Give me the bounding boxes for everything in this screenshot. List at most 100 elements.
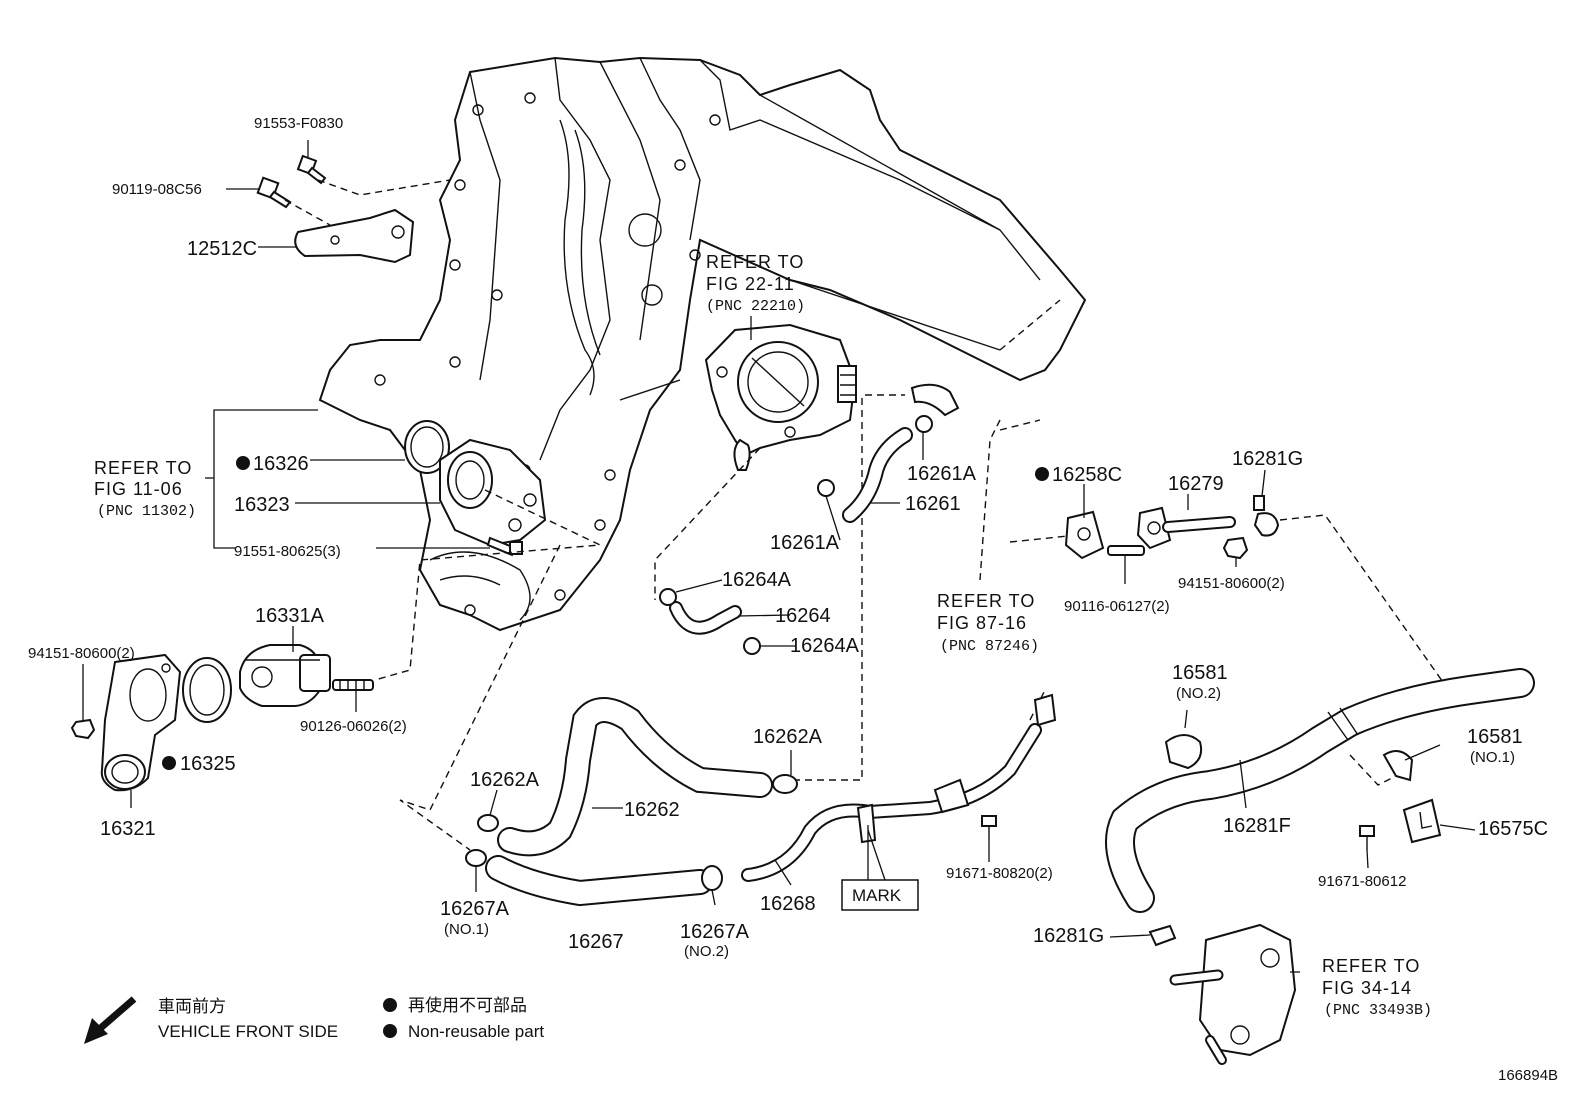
mark-label: MARK	[852, 886, 902, 905]
bracket-16575c	[1402, 798, 1442, 844]
label-94151-left: 94151-80600(2)	[28, 645, 135, 662]
label-no1-16267a: (NO.1)	[444, 921, 489, 938]
label-16267: 16267	[568, 931, 624, 953]
bolt-90119	[256, 176, 292, 209]
label-16258c: 16258C	[1052, 464, 1122, 486]
timing-cover-outline	[318, 56, 1087, 632]
label-91671-80612: 91671-80612	[1318, 873, 1406, 890]
pnc-11302: (PNC 11302)	[97, 503, 196, 520]
clamp-16261a-top	[915, 415, 933, 433]
label-90126: 90126-06026(2)	[300, 718, 407, 735]
pnc-33493b: (PNC 33493B)	[1324, 1002, 1432, 1019]
pipe-16268	[741, 723, 1042, 882]
fig-87-16: FIG 87-16	[937, 613, 1027, 633]
thermostat-16331a	[239, 644, 331, 707]
gasket-16325	[182, 657, 232, 723]
fig-34-14: FIG 34-14	[1322, 978, 1412, 998]
label-16326: 16326	[253, 453, 309, 475]
hose-16267	[485, 855, 713, 907]
label-16581-no2: 16581	[1172, 662, 1228, 684]
legend-nonreuse-jp: 再使用不可部品	[408, 995, 527, 1015]
label-16262: 16262	[624, 799, 680, 821]
clamp-16267a-no1	[465, 849, 487, 867]
mark-box	[841, 879, 919, 911]
clamp-16262a-left	[477, 814, 499, 832]
label-16281f: 16281F	[1223, 815, 1291, 837]
clamp-16264a-bottom	[743, 637, 761, 655]
label-16264: 16264	[775, 605, 831, 627]
clamp-16261a-bottom	[817, 479, 835, 497]
stud-90116	[1107, 545, 1145, 556]
label-16261a-bottom: 16261A	[770, 532, 840, 554]
label-16321: 16321	[100, 818, 156, 840]
label-91553: 91553-F0830	[254, 115, 343, 132]
nonreusable-dot-16325	[162, 756, 176, 770]
label-94151-right: 94151-80600(2)	[1178, 575, 1285, 592]
water-outlet-16323	[439, 438, 547, 547]
label-16281g-top: 16281G	[1232, 448, 1303, 470]
label-90116: 90116-06127(2)	[1064, 598, 1170, 615]
clamp-16267a-no2	[701, 865, 723, 891]
oil-cooler	[1169, 923, 1297, 1065]
label-16267a-no1: 16267A	[440, 898, 510, 920]
bracket-12512c	[294, 208, 415, 264]
label-91671-80820: 91671-80820(2)	[946, 865, 1053, 882]
vehicle-front-arrow-icon	[84, 996, 137, 1044]
clamp-16581-no1	[1382, 750, 1414, 782]
label-16267a-no2: 16267A	[680, 921, 750, 943]
stud-90126	[332, 679, 374, 691]
label-16264a-bottom: 16264A	[790, 635, 860, 657]
refer-to-34-14: REFER TO	[1322, 956, 1420, 976]
figure-id: 166894B	[1498, 1067, 1558, 1084]
legend-nonreusable-dot-2	[383, 1024, 397, 1038]
label-no1-16581: (NO.1)	[1470, 749, 1515, 766]
label-16279: 16279	[1168, 473, 1224, 495]
nut-94151-left	[70, 718, 96, 740]
water-inlet-16321	[100, 653, 182, 792]
label-16262a-mid: 16262A	[753, 726, 823, 748]
refer-to-11-06: REFER TO	[94, 458, 192, 478]
clamp-16581-no2	[1164, 734, 1203, 770]
hose-16262	[497, 697, 773, 857]
legend-front-jp: 車両前方	[158, 997, 226, 1016]
bolt-91671-80820	[981, 815, 997, 840]
gasket-16258c	[1064, 510, 1105, 560]
label-16268: 16268	[760, 893, 816, 915]
label-no2-16267a: (NO.2)	[684, 943, 729, 960]
clamp-16262a-right	[772, 774, 798, 794]
hose-16281f	[1105, 668, 1535, 913]
hose-16264	[669, 601, 742, 635]
label-16261: 16261	[905, 493, 961, 515]
label-16323: 16323	[234, 494, 290, 516]
label-16331a: 16331A	[255, 605, 325, 627]
nonreusable-dot-16326	[236, 456, 250, 470]
pipe-16279	[1136, 506, 1236, 550]
label-91551: 91551-80625(3)	[234, 543, 341, 560]
legend-nonreusable-dot	[383, 998, 397, 1012]
bolt-91551	[486, 536, 523, 557]
label-16281g-bottom: 16281G	[1033, 925, 1104, 947]
legend-nonreuse-en: Non-reusable part	[408, 1022, 544, 1041]
refer-to-87-16: REFER TO	[937, 591, 1035, 611]
clamp-16281g-top	[1253, 495, 1280, 537]
label-16261a-top: 16261A	[907, 463, 977, 485]
bolt-91553	[296, 154, 327, 185]
bolt-91671-80612	[1359, 825, 1375, 850]
hose-16261	[842, 383, 960, 523]
throttle-body	[704, 323, 857, 471]
clamp-16264a-top	[659, 588, 677, 606]
refer-to-22-11: REFER TO	[706, 252, 804, 272]
nonreusable-dot-16258c	[1035, 467, 1049, 481]
label-16262a-left: 16262A	[470, 769, 540, 791]
label-16325: 16325	[180, 753, 236, 775]
pnc-22210: (PNC 22210)	[706, 298, 805, 315]
label-16575c: 16575C	[1478, 818, 1548, 840]
fig-11-06: FIG 11-06	[94, 479, 183, 499]
legend-front-en: VEHICLE FRONT SIDE	[158, 1022, 338, 1041]
pnc-87246: (PNC 87246)	[940, 638, 1039, 655]
label-16581-no1: 16581	[1467, 726, 1523, 748]
nut-94151-right	[1222, 536, 1249, 560]
clamp-16281g-bottom	[1148, 924, 1177, 947]
label-no2-16581: (NO.2)	[1176, 685, 1221, 702]
